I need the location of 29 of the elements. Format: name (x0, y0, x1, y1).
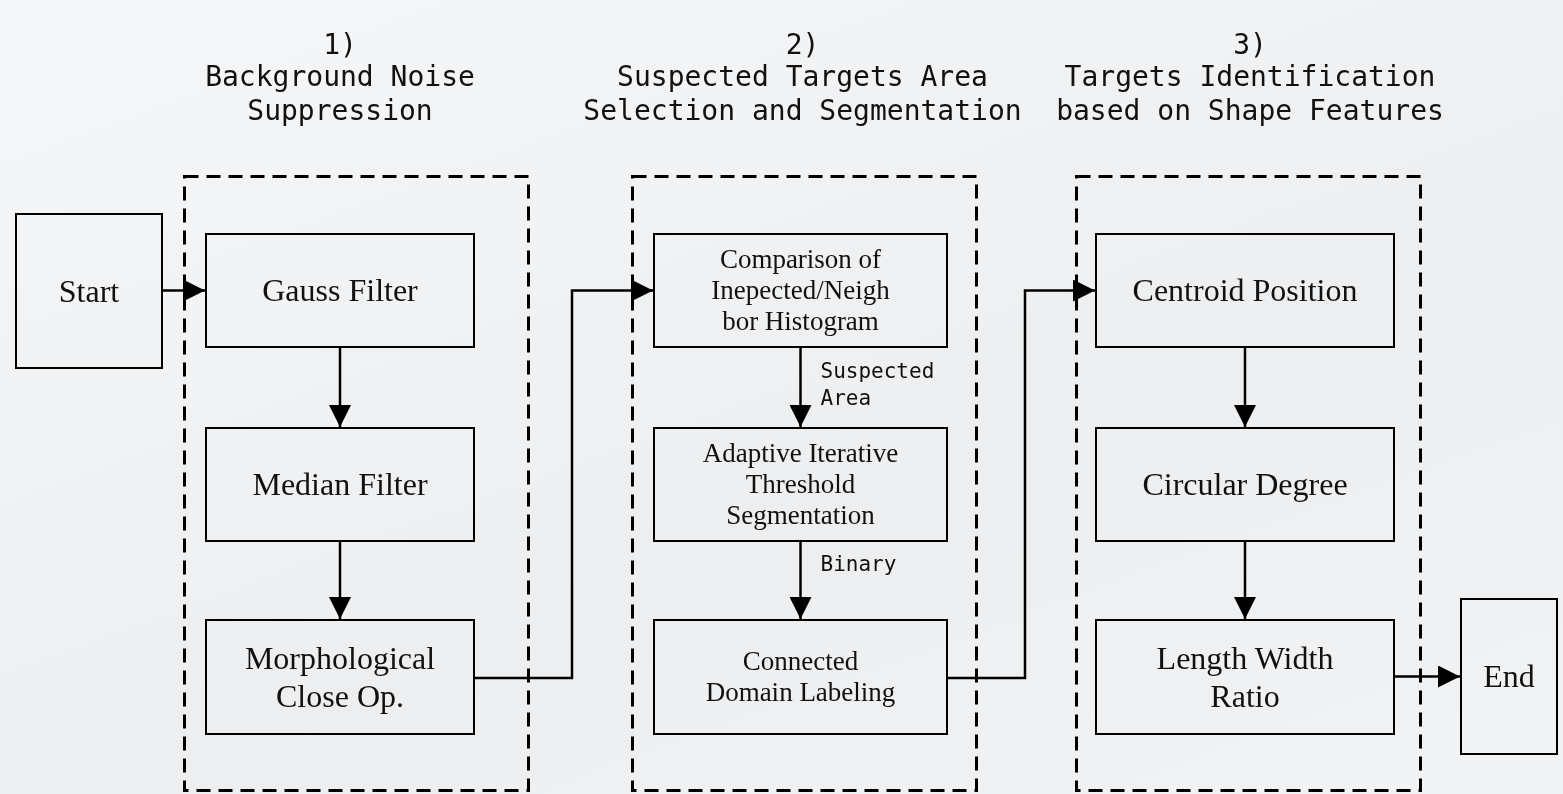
process-box: Comparison of Inepected/Neigh bor Histogram (653, 233, 948, 348)
stage-number: 3) (1232, 28, 1268, 62)
process-box: Centroid Position (1095, 233, 1395, 348)
arrow (329, 542, 351, 619)
process-box: Connected Domain Labeling (653, 619, 948, 735)
process-box: Circular Degree (1095, 427, 1395, 542)
arrow (475, 279, 653, 680)
process-box: Length Width Ratio (1095, 619, 1395, 735)
arrow (1234, 348, 1256, 427)
arrow (948, 279, 1095, 680)
process-box: Adaptive Iterative Threshold Segmentation (653, 427, 948, 542)
stage-title: Targets Identification based on Shape Features (1055, 60, 1445, 128)
arrow (163, 279, 205, 302)
arrow (1395, 665, 1460, 688)
edge-label: Binary (820, 550, 898, 578)
terminal-box: End (1460, 598, 1558, 755)
stage-title: Suspected Targets Area Selection and Segmentation (582, 60, 1023, 128)
process-box: Median Filter (205, 427, 475, 542)
arrow (789, 348, 812, 427)
arrow (329, 348, 351, 427)
stage-title: Background Noise Suppression (204, 60, 476, 128)
arrow (1234, 542, 1256, 619)
edge-label: Suspected Area (820, 357, 936, 412)
terminal-box: Start (15, 213, 163, 369)
process-box: Morphological Close Op. (205, 619, 475, 735)
stage-number: 1) (322, 28, 358, 62)
process-box: Gauss Filter (205, 233, 475, 348)
arrow (789, 542, 812, 619)
stage-number: 2) (784, 28, 821, 62)
